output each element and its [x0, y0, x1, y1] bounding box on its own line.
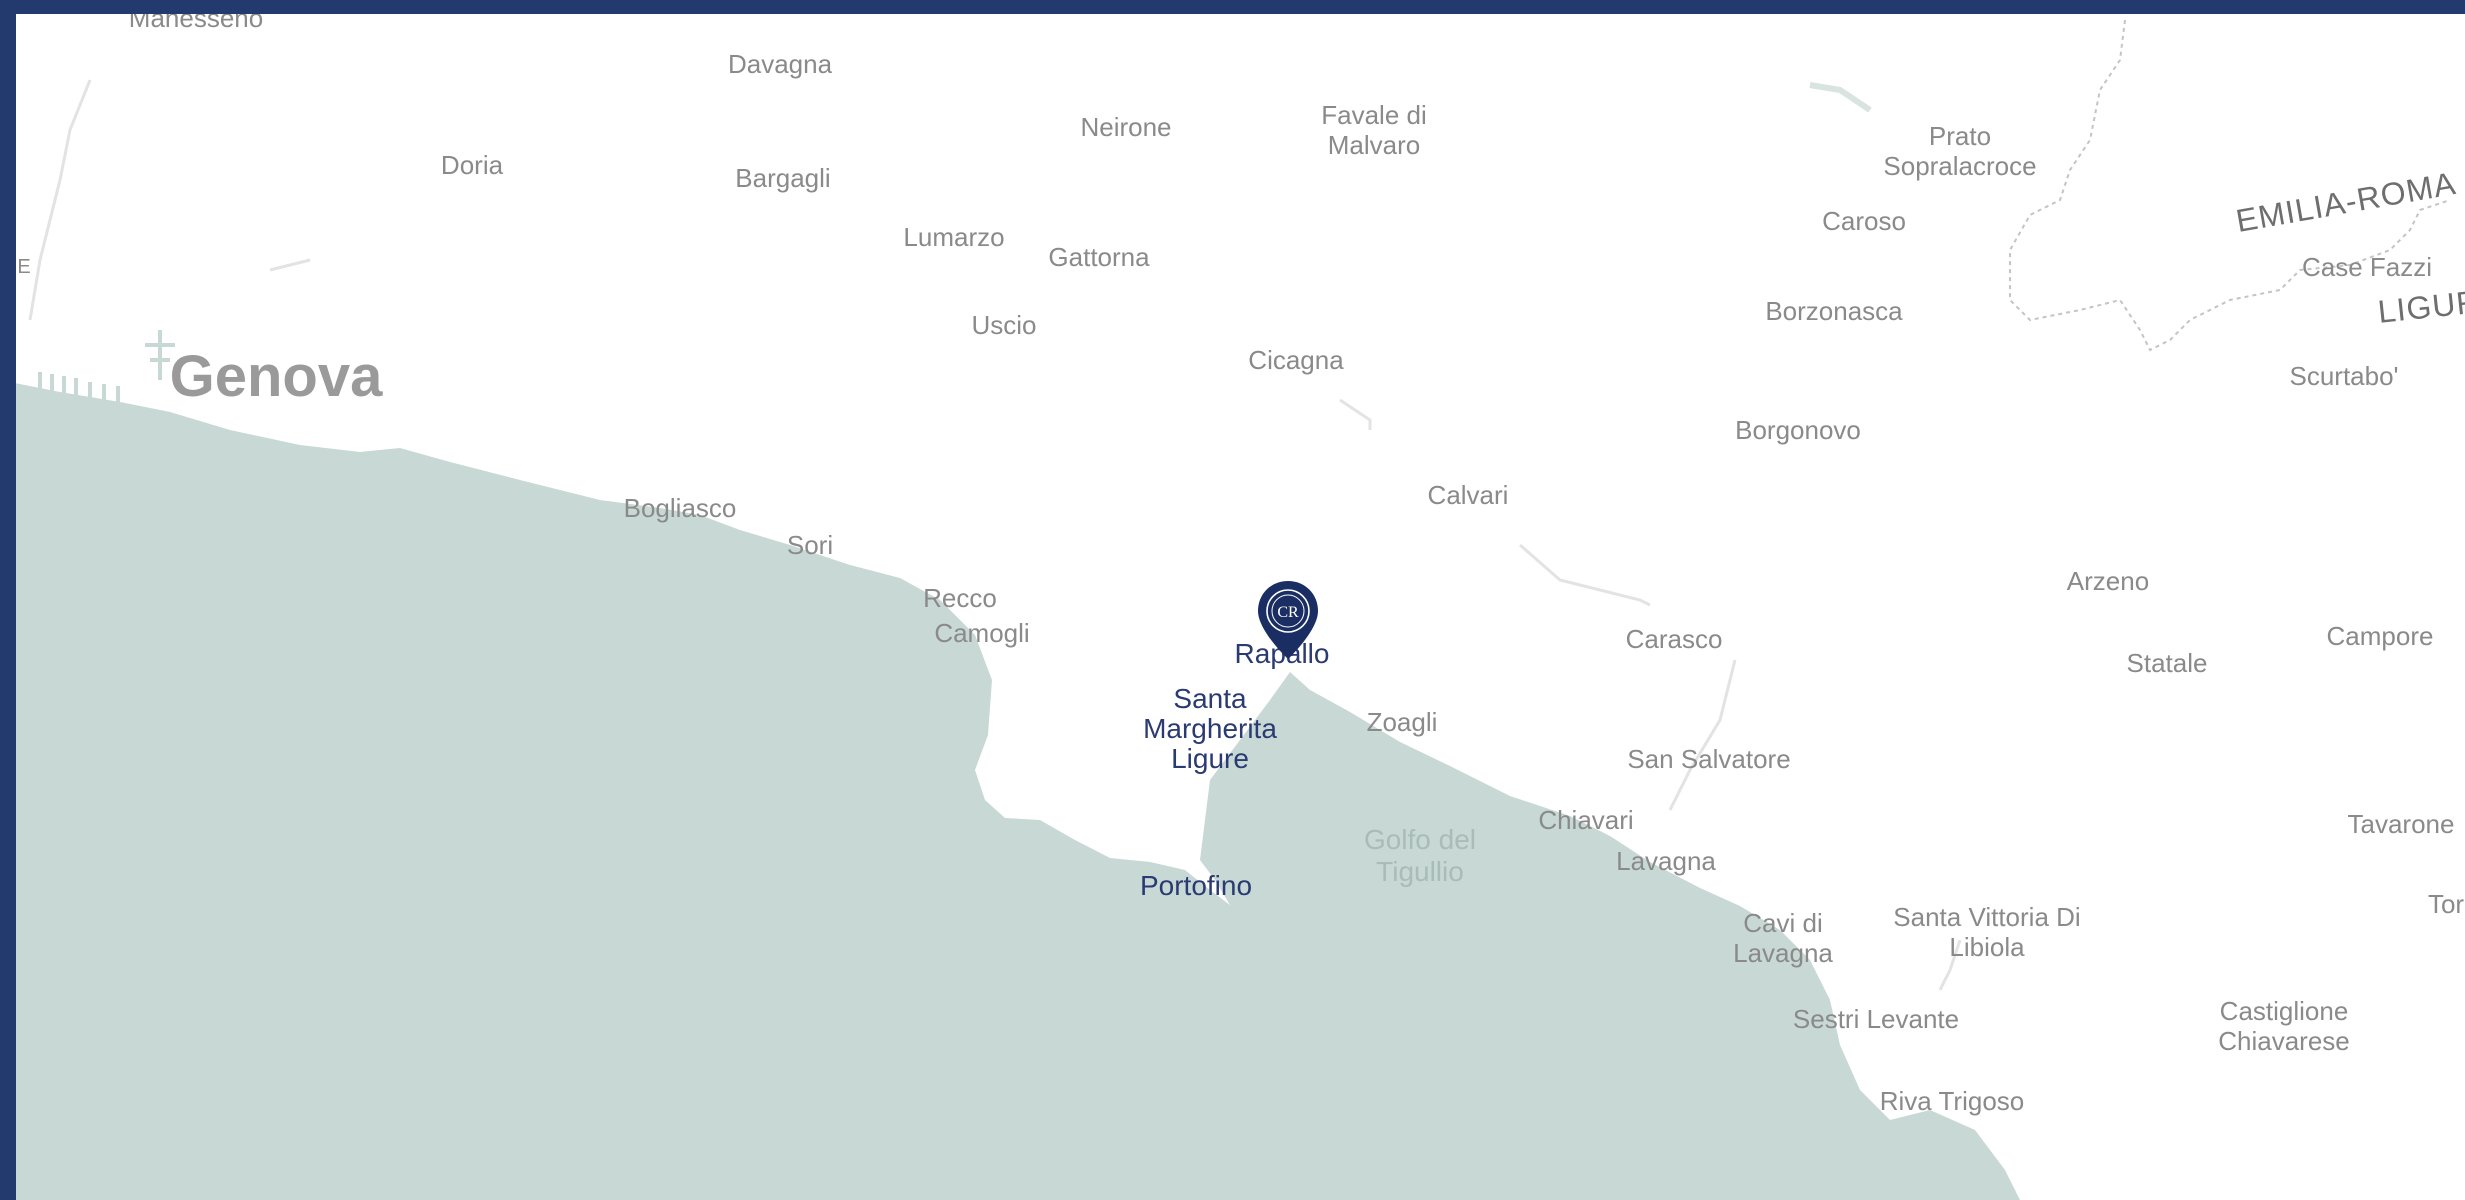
place-label: Sori [786, 530, 834, 560]
place-label: Calvari [1427, 480, 1509, 510]
place-label: Riva Trigoso [1879, 1086, 2025, 1116]
sea-label: Golfo del Tigullio [1363, 824, 1477, 887]
place-label: Cicagna [1248, 345, 1344, 375]
place-label: Caroso [1822, 206, 1906, 236]
place-label: Zoagli [1366, 707, 1438, 737]
cr-logo-pin-icon: CR [1258, 581, 1318, 659]
place-label: Camogli [934, 618, 1030, 648]
place-label: Statale [2126, 648, 2208, 678]
place-label: Neirone [1080, 112, 1172, 142]
place-label: Tor [2427, 889, 2465, 919]
place-label: Davagna [727, 49, 833, 79]
place-label: Sestri Levante [1792, 1004, 1960, 1034]
place-label: E [17, 256, 31, 278]
highlight-label-santa-margherita[interactable]: Santa Margherita Ligure [1143, 683, 1277, 774]
port-piers [38, 330, 175, 406]
place-label: San Salvatore [1627, 744, 1791, 774]
place-label: Lumarzo [903, 222, 1005, 252]
place-label: Tavarone [2347, 809, 2455, 839]
lake [1809, 82, 1872, 113]
place-label: Bargagli [735, 163, 831, 193]
place-label: Favale di Malvaro [1321, 100, 1427, 160]
place-label: Borzonasca [1765, 296, 1903, 326]
region-border [2009, 19, 2451, 352]
place-label: Bogliasco [623, 493, 737, 523]
place-label: Recco [923, 583, 997, 613]
place-label: Doria [440, 150, 504, 180]
svg-text:CR: CR [1277, 604, 1299, 621]
place-label: Scurtabo' [2289, 361, 2399, 391]
location-marker[interactable]: CR [1256, 579, 1320, 661]
place-label: Prato Sopralacroce [1883, 121, 2037, 181]
place-label: Castiglione Chiavarese [2218, 996, 2350, 1056]
rivers [28, 79, 1962, 991]
sea-area [16, 383, 2020, 1200]
place-label: Case Fazzi [2301, 252, 2433, 282]
place-label: Manesseno [128, 14, 264, 33]
place-label: Carasco [1625, 624, 1723, 654]
place-label: Gattorna [1048, 242, 1150, 272]
place-label: Lavagna [1616, 846, 1716, 876]
city-label-genova: Genova [169, 344, 383, 409]
place-label: Santa Vittoria Di Libiola [1893, 902, 2081, 962]
highlight-label-portofino[interactable]: Portofino [1139, 870, 1253, 901]
map-canvas[interactable]: Manesseno Davagna Doria Bargagli Neirone… [16, 14, 2465, 1200]
place-label: Chiavari [1538, 805, 1634, 835]
place-label: Borgonovo [1735, 415, 1861, 445]
place-label: Cavi di Lavagna [1733, 908, 1833, 968]
place-label: Campore [2326, 621, 2434, 651]
place-label: Uscio [971, 310, 1037, 340]
place-label: Arzeno [2066, 566, 2150, 596]
map-base-layer [16, 19, 2451, 1200]
